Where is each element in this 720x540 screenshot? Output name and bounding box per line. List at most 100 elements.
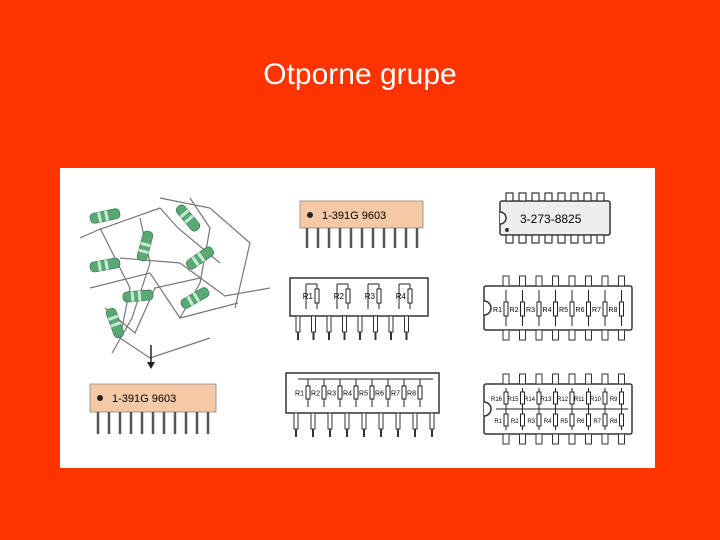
pin-tip xyxy=(295,429,297,437)
resistor-symbol xyxy=(569,413,575,427)
resistor-label: R5 xyxy=(359,391,368,398)
pin xyxy=(502,433,510,445)
sip-top-code: 1-391G 9603 xyxy=(322,210,386,222)
loose-resistors-illustration xyxy=(79,197,271,359)
resistor-label: R4 xyxy=(544,419,552,425)
pin xyxy=(519,275,526,287)
resistor-symbol xyxy=(553,391,558,405)
resistor-label: R1 xyxy=(494,419,502,425)
pin xyxy=(585,433,592,445)
pin xyxy=(404,315,409,333)
pin xyxy=(601,329,609,341)
pin xyxy=(502,373,510,385)
resistor-symbol xyxy=(602,413,608,427)
resistor-label: R6 xyxy=(576,307,585,314)
resistor-symbol xyxy=(536,413,542,427)
pin xyxy=(519,373,526,385)
resistor-symbol xyxy=(401,385,407,400)
pin xyxy=(295,315,301,333)
pin xyxy=(568,329,576,341)
pin-tip xyxy=(414,429,416,437)
resistor-label: R3 xyxy=(527,419,535,425)
pin-tip xyxy=(328,332,330,340)
dip-coded-component: 3-273-8825 xyxy=(499,192,611,244)
resistor-symbol xyxy=(619,391,624,405)
resistor-symbol xyxy=(602,301,608,317)
pin-tip xyxy=(374,332,377,340)
pin xyxy=(552,373,559,385)
resistor-symbol xyxy=(321,385,327,400)
resistor-label: R16 xyxy=(491,397,503,403)
pin xyxy=(552,275,559,287)
resistor-symbol xyxy=(586,413,591,427)
pin xyxy=(583,234,592,244)
pin xyxy=(357,315,363,333)
resistor-symbol xyxy=(353,385,359,400)
pin xyxy=(544,192,553,202)
pin xyxy=(327,412,333,430)
pin xyxy=(531,234,540,244)
pin xyxy=(552,433,559,445)
pin xyxy=(412,412,418,430)
resistor-label: R13 xyxy=(540,397,552,403)
sip-4-resistor-schematic: R1 R2 R3 R4 xyxy=(289,277,429,340)
resistor-symbol xyxy=(553,301,558,317)
resistor-symbol xyxy=(407,288,413,304)
resistor-label: R15 xyxy=(507,397,519,403)
pin xyxy=(557,192,566,202)
resistor-label: R6 xyxy=(375,391,384,398)
sip-packed-component: 1-391G 9603 xyxy=(89,383,217,434)
pin-tip xyxy=(329,429,331,437)
pin xyxy=(552,329,559,341)
pin xyxy=(618,373,625,385)
resistor-symbol xyxy=(520,391,525,405)
pin xyxy=(429,412,435,430)
pin xyxy=(505,234,514,244)
resistor-label: R5 xyxy=(560,419,568,425)
pin-tip xyxy=(343,332,346,340)
resistor-symbol xyxy=(520,413,525,427)
resistor-symbol xyxy=(503,413,509,427)
pin xyxy=(568,433,576,445)
down-arrow-icon xyxy=(147,345,155,369)
resistor-symbol xyxy=(619,413,624,427)
pin xyxy=(570,234,579,244)
resistor-symbol xyxy=(305,385,311,400)
pin xyxy=(378,412,384,430)
resistor-symbol xyxy=(314,288,320,304)
pin xyxy=(326,315,332,333)
resistor-label: R1 xyxy=(493,307,502,314)
resistor-label: R3 xyxy=(365,292,376,301)
pin xyxy=(535,275,543,287)
sip-coded-component: 1-391G 9603 xyxy=(299,200,424,248)
pin xyxy=(310,412,316,430)
slide-title: Otporne grupe xyxy=(263,58,457,91)
resistor-symbol xyxy=(385,385,391,400)
pin xyxy=(535,329,543,341)
pin-tip xyxy=(390,332,392,340)
resistor-label: R6 xyxy=(577,419,585,425)
resistor-label: R4 xyxy=(396,292,407,301)
pin xyxy=(568,373,576,385)
resistor-label: R2 xyxy=(334,292,345,301)
resistor-label: R1 xyxy=(303,292,314,301)
resistor-symbol xyxy=(503,301,509,317)
pin xyxy=(618,275,625,287)
pin xyxy=(293,412,299,430)
pin xyxy=(535,373,543,385)
resistor-label: R10 xyxy=(590,397,602,403)
resistor-label: R11 xyxy=(574,397,585,403)
pin xyxy=(505,192,514,202)
resistor-label: R5 xyxy=(559,307,568,314)
pin xyxy=(596,192,605,202)
loose-resistors-bodies xyxy=(89,204,214,339)
resistor-symbol xyxy=(417,385,423,400)
pin-tip xyxy=(297,332,299,340)
pin-tip xyxy=(363,429,365,437)
resistor-symbol xyxy=(345,288,351,304)
resistor-symbol xyxy=(586,301,591,317)
dip-top-code: 3-273-8825 xyxy=(520,212,582,226)
